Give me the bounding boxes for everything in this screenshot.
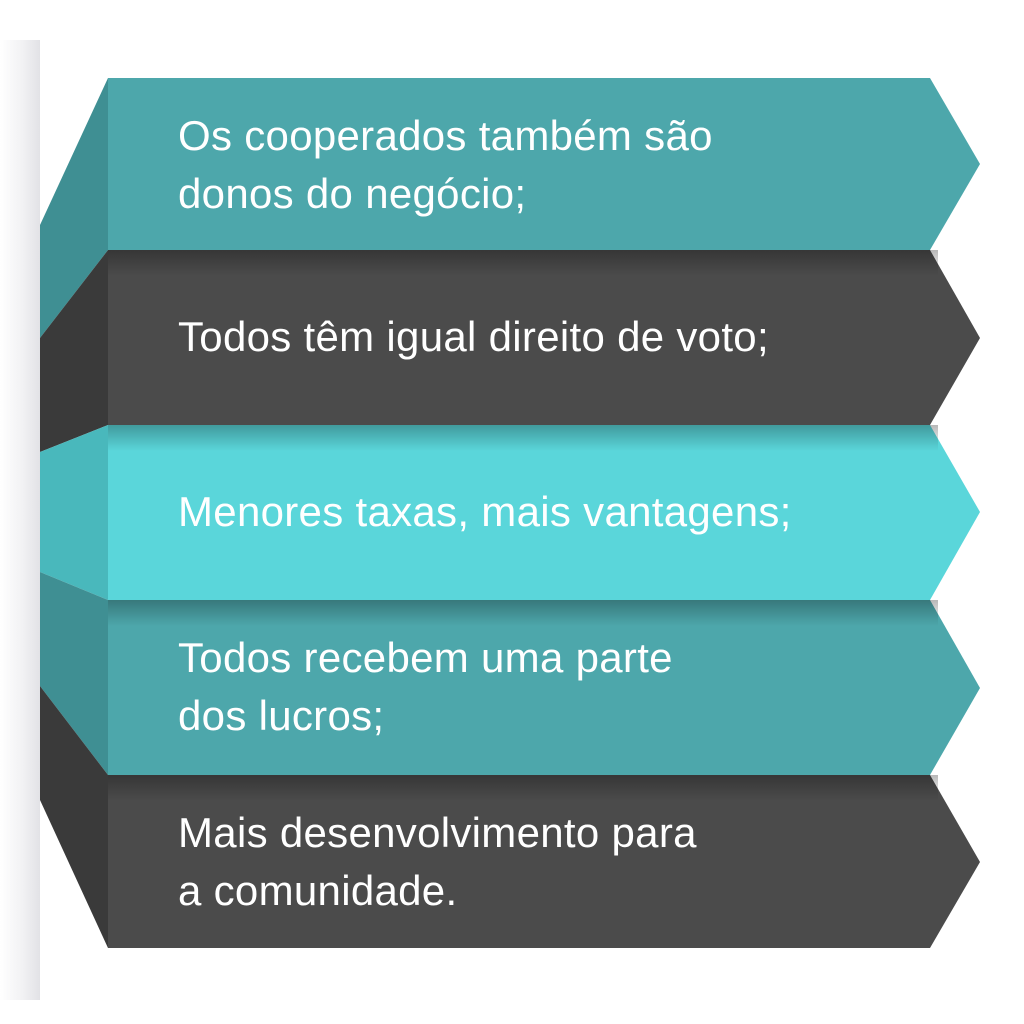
band-2-fold xyxy=(40,250,108,452)
left-edge-shadow xyxy=(0,40,40,1000)
band-1-shape xyxy=(108,78,980,250)
band-4-top-shadow xyxy=(108,600,938,626)
band-3-label: Menores taxas, mais vantagens; xyxy=(178,488,792,535)
band-1-label: Os cooperados também são donos do negóci… xyxy=(178,112,713,217)
band-4-shape xyxy=(108,600,980,775)
band-1-fold xyxy=(40,78,108,338)
band-3-top-shadow xyxy=(108,425,938,451)
band-3-fold xyxy=(40,425,108,600)
band-5-fold xyxy=(40,686,108,948)
band-5-shape xyxy=(108,775,980,948)
band-5-label: Mais desenvolvimento para a comunidade. xyxy=(178,809,697,914)
band-5-top-shadow xyxy=(108,775,938,801)
band-2-top-shadow xyxy=(108,250,938,276)
band-2-shape xyxy=(108,250,980,425)
band-4-fold xyxy=(40,572,108,775)
band-2-label: Todos têm igual direito de voto; xyxy=(178,313,769,360)
band-4-label: Todos recebem uma parte dos lucros; xyxy=(178,634,673,739)
band-3-shape xyxy=(108,425,980,600)
